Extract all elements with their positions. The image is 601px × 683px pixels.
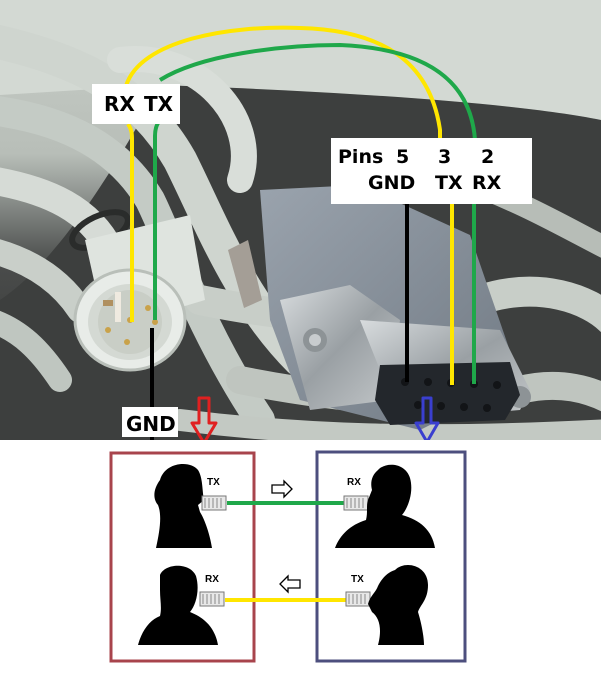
pin-5-signal: GND	[368, 172, 415, 194]
db9-hole	[437, 402, 445, 410]
tin-can-icon	[201, 495, 227, 511]
gnd-label: GND	[122, 407, 178, 437]
tin-can-icon	[199, 591, 225, 607]
table-surface	[0, 0, 601, 120]
left-talker-silhouette	[154, 464, 212, 548]
tin-can-icon	[345, 591, 371, 607]
din-pin	[145, 305, 151, 311]
blue-down-arrow-icon	[414, 396, 440, 444]
db9-pin-label: Pins 5 3 2 GND TX RX	[331, 138, 532, 204]
mini-din-tx-label: TX	[144, 92, 174, 116]
left-listener-silhouette	[138, 565, 218, 645]
din-pin	[105, 327, 111, 333]
red-down-arrow-icon	[190, 396, 218, 445]
pins-title: Pins	[338, 146, 383, 168]
mini-din-label: RX TX	[92, 84, 180, 124]
pin-2-signal: RX	[472, 172, 502, 194]
bottom-right-tx-label: TX	[351, 574, 364, 585]
gnd-label-text: GND	[126, 412, 176, 436]
db9-socket	[375, 362, 520, 425]
tin-can-analogy: TX RX RX TX	[0, 440, 601, 683]
cable-photo: RX TX Pins 5 3 2 GND TX RX GND	[0, 0, 601, 447]
db9-hole	[424, 378, 432, 386]
din-pin	[152, 319, 158, 325]
pin-2-number: 2	[481, 146, 494, 168]
din-pin	[103, 300, 113, 306]
db9-label-box	[331, 138, 532, 204]
mini-din-label-box	[92, 84, 180, 124]
db9-connector	[228, 185, 531, 430]
yellow-wire-din	[126, 122, 134, 322]
pin-3-number: 3	[438, 146, 451, 168]
db9-hole	[460, 403, 468, 411]
green-wire-arc	[158, 42, 477, 146]
top-right-rx-label: RX	[347, 477, 361, 488]
mini-din-rx-label: RX	[104, 92, 135, 116]
db9-hole	[483, 404, 491, 412]
right-device-box	[315, 450, 467, 663]
din-pin	[124, 339, 130, 345]
db9-hole	[414, 401, 422, 409]
pin-5-number: 5	[396, 146, 409, 168]
yellow-wire-arc	[124, 25, 442, 145]
right-arrow-icon	[271, 479, 293, 499]
tin-can-icon	[343, 495, 369, 511]
right-listener-silhouette	[335, 464, 435, 548]
top-left-tx-label: TX	[207, 477, 220, 488]
left-arrow-icon	[279, 574, 301, 594]
left-device-box	[109, 451, 256, 663]
bottom-left-rx-label: RX	[205, 574, 219, 585]
db9-hole	[493, 381, 501, 389]
db9-screw	[228, 240, 262, 308]
gnd-label-box	[122, 407, 178, 437]
right-talker-silhouette	[368, 565, 428, 645]
pin-3-signal: TX	[435, 172, 463, 194]
